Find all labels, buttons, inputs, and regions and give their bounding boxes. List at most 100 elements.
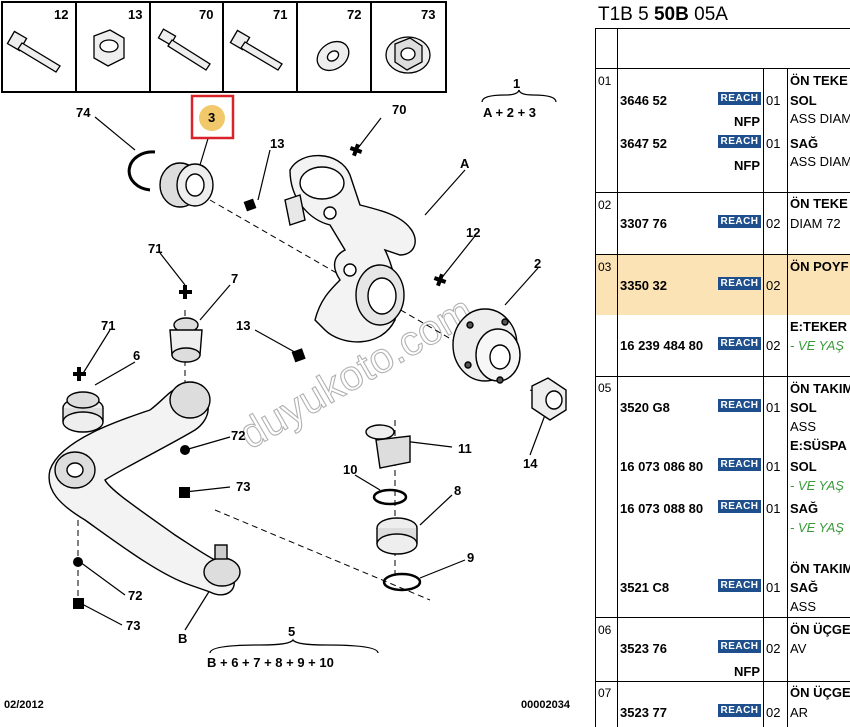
hub-nut-part: [531, 377, 567, 421]
callout-11[interactable]: 11: [458, 441, 472, 456]
callout-3[interactable]: 3: [208, 110, 215, 125]
part-description: AR: [790, 705, 809, 720]
assembly-group-1: 1 A + 2 + 3: [481, 76, 557, 120]
washer-icon: [316, 40, 350, 72]
nut-icon: [93, 29, 125, 67]
callout-73b[interactable]: 73: [126, 618, 140, 633]
callout-14[interactable]: 14: [523, 456, 538, 471]
callout-7[interactable]: 7: [231, 271, 238, 286]
reach-badge: REACH: [718, 640, 761, 653]
callout-12[interactable]: 12: [466, 225, 480, 240]
part-quantity: 01: [766, 580, 781, 595]
callout-6[interactable]: 6: [133, 348, 140, 363]
callout-8[interactable]: 8: [454, 483, 461, 498]
part-description: ÖN TEKE: [790, 73, 848, 88]
part-reference[interactable]: 3520 G8: [620, 400, 670, 415]
part-reference[interactable]: 3523 77: [620, 705, 667, 720]
callout-71b[interactable]: 71: [101, 318, 115, 333]
strip-label-73: 73: [421, 7, 435, 22]
reach-badge: REACH: [718, 337, 761, 350]
reach-badge: REACH: [718, 215, 761, 228]
callout-2[interactable]: 2: [534, 256, 541, 271]
section-number: 01: [598, 74, 612, 88]
part-quantity: 02: [766, 216, 781, 231]
part-reference[interactable]: 3523 76: [620, 641, 667, 656]
code-bold: 50B: [653, 4, 689, 25]
reach-badge: REACH: [718, 500, 761, 513]
callout-A[interactable]: A: [460, 156, 470, 171]
part-reference[interactable]: 3521 C8: [620, 580, 670, 595]
reach-badge: REACH: [718, 704, 761, 717]
part-quantity: 01: [766, 459, 781, 474]
parts-table: 01 3646 52 REACH 01 ÖN TEKE SOL ASS DIAM…: [595, 28, 850, 727]
part-reference[interactable]: 3647 52: [620, 136, 667, 151]
highlight-marker: [199, 105, 225, 131]
part-quantity: 02: [766, 338, 781, 353]
table-rule: [595, 254, 850, 255]
part-description: SAĞ: [790, 501, 819, 516]
part-description: ÖN ÜÇGE: [790, 622, 850, 637]
ball-joint-cover-part: [365, 424, 411, 469]
reach-badge: REACH: [718, 399, 761, 412]
reach-badge: REACH: [718, 458, 761, 471]
joint-bush-part: [376, 517, 418, 555]
wheel-hub-part: [452, 308, 521, 384]
callout-72[interactable]: 72: [231, 428, 245, 443]
strip-label-70: 70: [199, 7, 213, 22]
callout-13[interactable]: 13: [270, 136, 284, 151]
part-description: SOL: [790, 93, 817, 108]
part-note: - VE YAŞ: [790, 478, 844, 493]
part-note: - VE YAŞ: [790, 520, 844, 535]
callout-B[interactable]: B: [178, 631, 187, 646]
part-reference[interactable]: 3350 32: [620, 278, 667, 293]
part-description: SOL: [790, 400, 817, 415]
part-description: ÖN TEKE: [790, 196, 848, 211]
part-note: - VE YAŞ: [790, 338, 844, 353]
callout-10[interactable]: 10: [343, 462, 357, 477]
callout-13b[interactable]: 13: [236, 318, 250, 333]
group-1-formula: A + 2 + 3: [483, 105, 536, 120]
bolt-icon: [229, 29, 283, 71]
callout-70[interactable]: 70: [392, 102, 406, 117]
reach-badge: REACH: [718, 135, 761, 148]
part-description: SAĞ: [790, 136, 819, 151]
callout-9[interactable]: 9: [467, 550, 474, 565]
strip-label-12: 12: [54, 7, 68, 22]
nfp-flag: NFP: [734, 664, 760, 679]
stud-icon: [157, 28, 211, 71]
footer-code: 00002034: [521, 699, 571, 711]
table-rule: [595, 28, 850, 29]
part-description: E:TEKER: [790, 319, 848, 334]
part-description: ASS DIAM: [790, 154, 850, 169]
callout-73[interactable]: 73: [236, 479, 250, 494]
part-reference[interactable]: 16 239 484 80: [620, 338, 704, 353]
strip-label-13: 13: [128, 7, 142, 22]
part-quantity: 01: [766, 400, 781, 415]
strip-label-72: 72: [347, 7, 361, 22]
table-col-divider: [787, 68, 788, 727]
part-reference[interactable]: 16 073 086 80: [620, 459, 704, 474]
group-5-formula: B + 6 + 7 + 8 + 9 + 10: [207, 655, 334, 670]
callout-71[interactable]: 71: [148, 241, 162, 256]
reach-badge: REACH: [718, 92, 761, 105]
nfp-flag: NFP: [734, 158, 760, 173]
table-border-left: [595, 28, 596, 727]
part-reference[interactable]: 16 073 088 80: [620, 501, 704, 516]
part-reference[interactable]: 3307 76: [620, 216, 667, 231]
part-description: ÖN TAKIM: [790, 381, 850, 396]
callout-72b[interactable]: 72: [128, 588, 142, 603]
part-description: ÖN POYF: [790, 259, 849, 274]
arm-bush-part: [62, 391, 104, 433]
part-description: E:SÜSPA: [790, 438, 847, 453]
part-reference[interactable]: 3646 52: [620, 93, 667, 108]
table-rule: [595, 192, 850, 193]
exploded-parts-diagram: 12 13 70 71 72 73: [1, 1, 571, 711]
part-quantity: 01: [766, 501, 781, 516]
callout-74[interactable]: 74: [76, 105, 91, 120]
bolt-icon: [6, 30, 61, 73]
section-number: 07: [598, 686, 612, 700]
callout-labels: 74 3 70 13 A 12 71 7 2 71 6 13 72 73 11 …: [76, 102, 541, 646]
strip-label-71: 71: [273, 7, 287, 22]
part-quantity: 02: [766, 641, 781, 656]
part-quantity: 02: [766, 705, 781, 720]
